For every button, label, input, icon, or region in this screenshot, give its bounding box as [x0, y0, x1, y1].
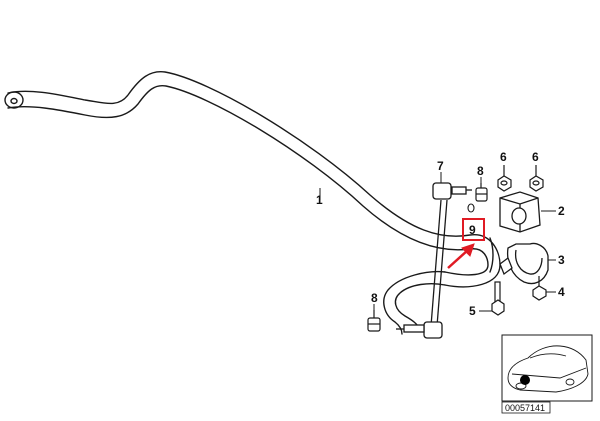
thumbnail-caption: 00057141	[505, 403, 545, 413]
callout-5: 5	[469, 304, 476, 318]
callout-8-top: 8	[477, 164, 484, 178]
location-marker-icon	[520, 375, 530, 385]
callout-8-bottom: 8	[371, 291, 378, 305]
callout-4: 4	[558, 285, 565, 299]
nut-6-right	[529, 165, 544, 192]
nut-8-bottom	[367, 310, 381, 332]
bolt-4	[532, 276, 547, 301]
rubber-mounting	[499, 191, 541, 233]
stabilizer-bar	[4, 71, 501, 335]
leader-lines	[319, 172, 556, 312]
highlight-arrow-icon	[447, 243, 475, 269]
holder-bracket	[499, 242, 549, 285]
stabilizer-link	[396, 182, 472, 339]
highlight-box-9	[462, 218, 485, 241]
callout-3: 3	[558, 253, 565, 267]
callout-9: 9	[469, 223, 476, 237]
callout-6-right: 6	[532, 150, 539, 164]
callout-1: 1	[316, 193, 323, 207]
nut-6-left	[497, 165, 512, 192]
vehicle-thumbnail: 00057141	[501, 334, 593, 414]
bolt-5	[491, 281, 505, 316]
callout-6-left: 6	[500, 150, 507, 164]
washer-9-icon	[467, 203, 475, 213]
callout-7: 7	[437, 159, 444, 173]
callout-2: 2	[558, 204, 565, 218]
nut-8-top	[475, 183, 488, 202]
